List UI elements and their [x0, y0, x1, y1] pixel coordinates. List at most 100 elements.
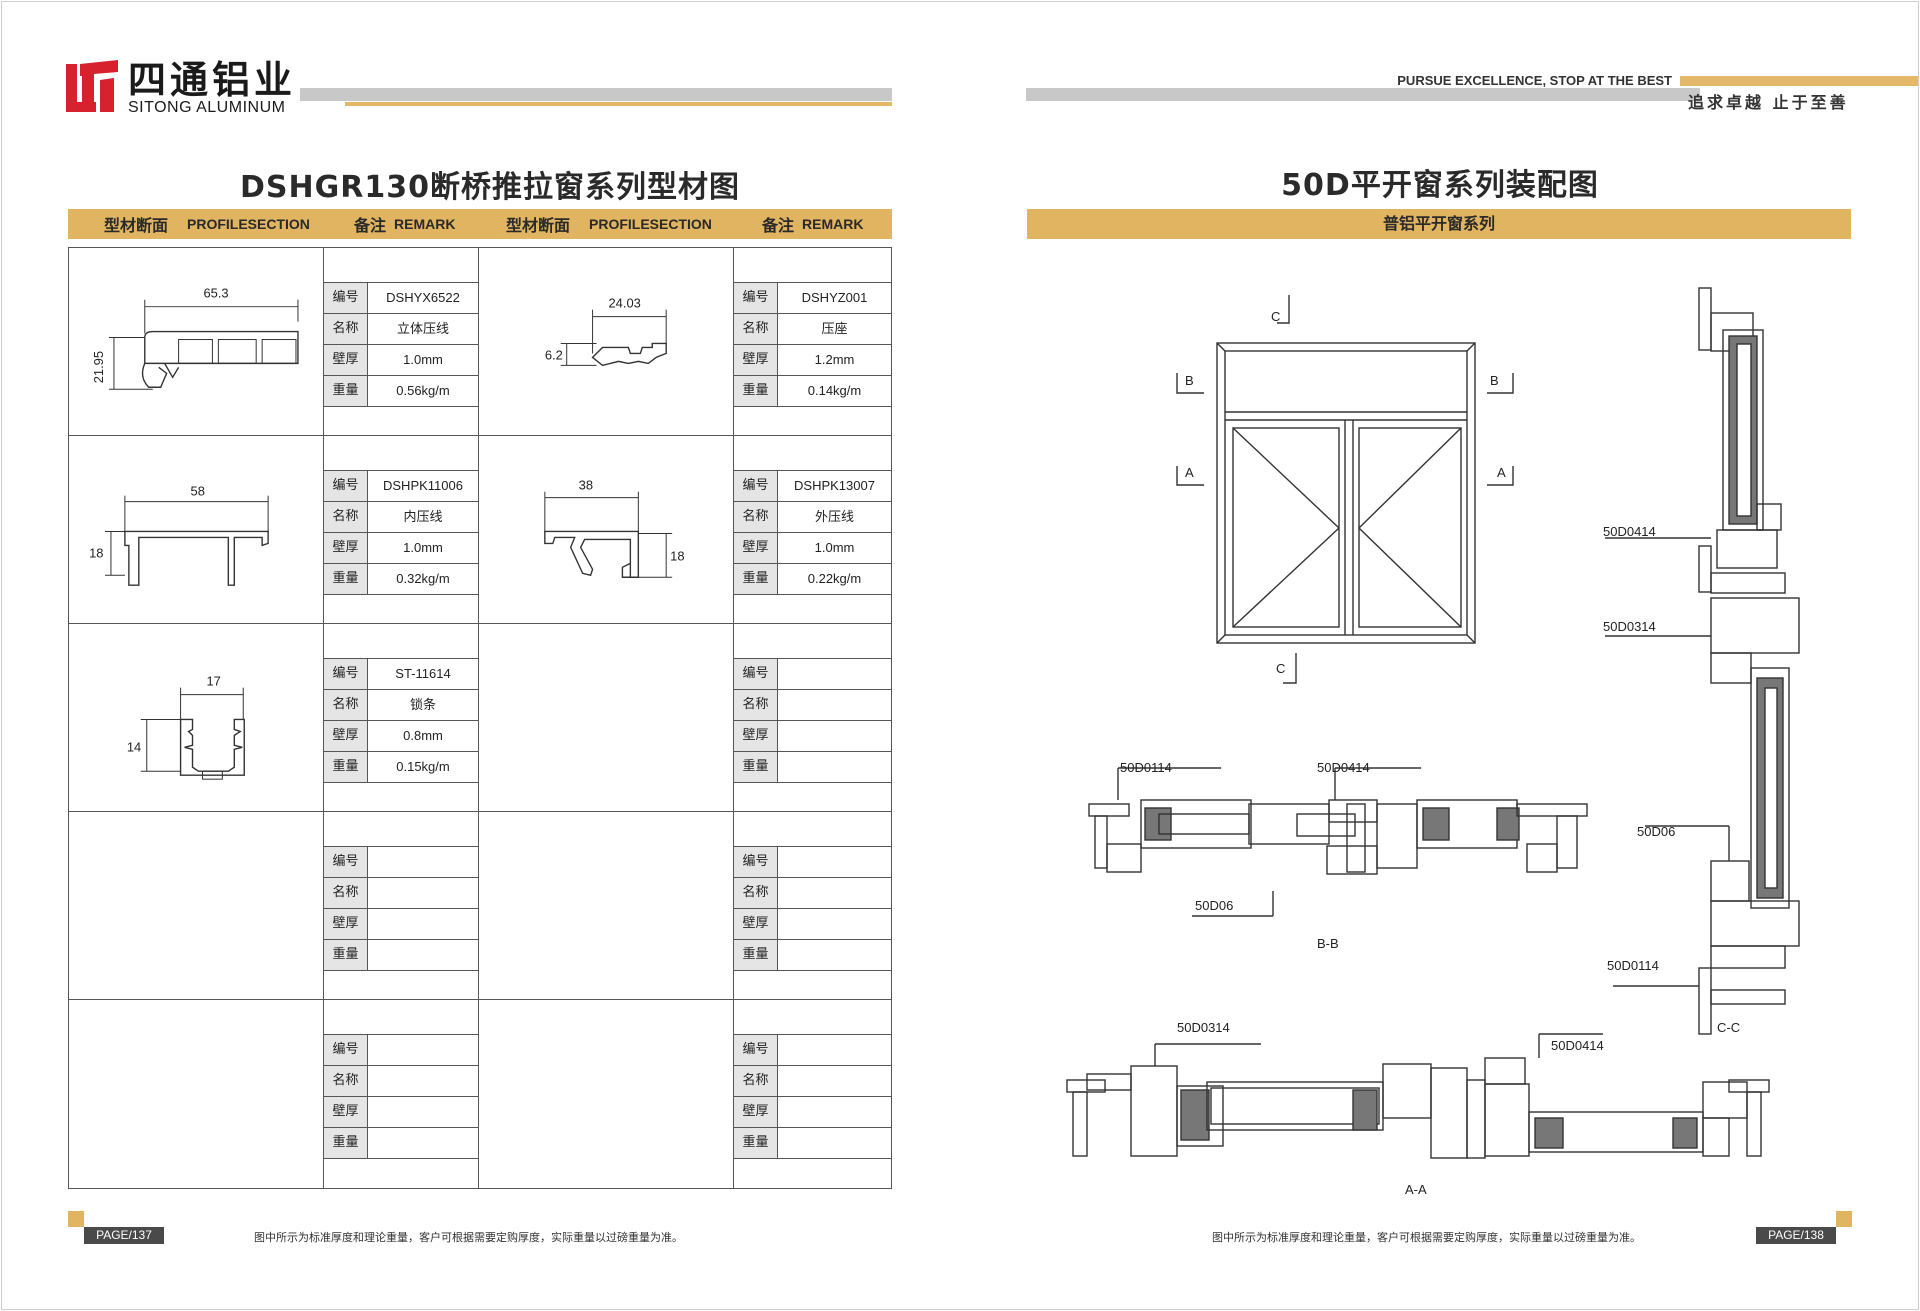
assembly-subtitle: 普铝平开窗系列 — [1027, 209, 1851, 239]
spec-key: 编号 — [324, 283, 368, 313]
caption-aa: A-A — [1405, 1182, 1427, 1197]
spec-value — [778, 878, 891, 908]
spec-key: 名称 — [324, 878, 368, 908]
page-number-right: PAGE/138 — [1756, 1227, 1836, 1244]
spec-row: 名称 — [324, 1066, 478, 1097]
dim-height: 14 — [127, 739, 141, 754]
profile-spec-cell: 编号名称壁厚重量 — [734, 1000, 891, 1188]
spec-value — [778, 1035, 891, 1065]
spec-row: 壁厚 — [734, 909, 891, 940]
spec-row: 壁厚 — [734, 721, 891, 752]
header-col1-cn: 型材断面 — [104, 216, 169, 235]
spec-value: 1.0mm — [814, 540, 855, 555]
spec-row: 编号 — [734, 847, 891, 878]
spec-row: 名称锁条 — [324, 690, 478, 721]
profile-drawing-cell — [69, 812, 324, 999]
spec-value — [368, 1128, 478, 1158]
spec-key: 名称 — [734, 878, 778, 908]
spec-value — [778, 659, 891, 689]
spec-key: 编号 — [324, 1035, 368, 1065]
brand-logo: 四通铝业 SITONG ALUMINUM — [66, 60, 296, 116]
label-bb-right: 50D0414 — [1317, 760, 1370, 775]
dim-height: 18 — [89, 545, 103, 560]
spec-key: 编号 — [324, 471, 368, 501]
profile-spec-cell: 编号名称壁厚重量 — [324, 812, 479, 999]
header-bar-gold-right — [1680, 76, 1918, 86]
header-col2-cn: 备注 — [354, 216, 387, 235]
header-col3-cn: 型材断面 — [506, 216, 571, 235]
profile-section-drawing: 17 14 — [127, 674, 245, 780]
spec-row: 名称 — [734, 1066, 891, 1097]
spec-key: 名称 — [734, 502, 778, 532]
dim-width: 24.03 — [608, 296, 640, 311]
spec-row: 重量 0.32kg/m — [324, 564, 478, 595]
spec-key: 重量 — [324, 1128, 368, 1158]
section-cc — [1605, 287, 1800, 1035]
spec-key: 编号 — [324, 847, 368, 877]
footer-square-right — [1836, 1211, 1852, 1227]
assembly-drawings: C C B B A A 50D0114 50D0414 50D06 B-B 50… — [1027, 248, 1917, 1208]
spec-key: 名称 — [324, 314, 368, 344]
spec-value — [778, 752, 891, 782]
section-mark-c-top: C — [1271, 309, 1280, 324]
profile-drawing-cell — [479, 1000, 734, 1188]
spec-key: 壁厚 — [734, 909, 778, 939]
spec-row: 名称立体压线 — [324, 314, 478, 345]
spec-key: 重量 — [734, 940, 778, 970]
spec-key: 壁厚 — [734, 721, 778, 751]
spec-row: 名称 — [324, 878, 478, 909]
profile-drawing-cell: 17 14 — [69, 624, 324, 811]
profile-spec-cell: 编号名称壁厚重量 — [324, 1000, 479, 1188]
spec-value: DSHYX6522 — [386, 290, 460, 305]
spec-key: 重量 — [734, 376, 778, 406]
dim-width: 58 — [191, 484, 205, 499]
spec-value: 0.22kg/m — [807, 571, 862, 586]
spec-value — [368, 1066, 478, 1096]
header-col4-cn: 备注 — [762, 216, 795, 235]
spec-row: 名称压座 — [734, 314, 891, 345]
spec-key: 编号 — [734, 847, 778, 877]
spec-value: 0.32kg/m — [396, 571, 450, 586]
spec-value — [778, 847, 891, 877]
spec-row: 名称 — [734, 690, 891, 721]
spec-row: 编号 — [324, 1035, 478, 1066]
spec-row: 壁厚 — [734, 1097, 891, 1128]
label-bb-mid: 50D06 — [1195, 898, 1233, 913]
spec-key: 重量 — [324, 940, 368, 970]
header-col2-en: REMARK — [394, 216, 456, 232]
spec-key: 重量 — [324, 376, 368, 406]
spec-row: 壁厚 — [324, 1097, 478, 1128]
spec-value — [368, 1035, 478, 1065]
spec-value — [368, 1097, 478, 1127]
footnote-left: 图中所示为标准厚度和理论重量，客户可根据需要定购厚度，实际重量以过磅重量为准。 — [254, 1231, 683, 1244]
slogan-cn: 追求卓越 止于至善 — [1688, 93, 1849, 112]
label-aa-left: 50D0314 — [1177, 1020, 1230, 1035]
spec-key: 壁厚 — [324, 533, 368, 563]
section-mark-b-left: B — [1185, 373, 1194, 388]
spec-key: 重量 — [324, 564, 368, 594]
spec-value: 1.0mm — [403, 540, 443, 555]
label-aa-right: 50D0414 — [1551, 1038, 1604, 1053]
section-mark-a-right: A — [1497, 465, 1506, 480]
profile-table-header: 型材断面 PROFILESECTION 备注 REMARK 型材断面 PROFI… — [68, 209, 892, 239]
spec-key: 壁厚 — [324, 1097, 368, 1127]
spec-key: 名称 — [734, 1066, 778, 1096]
spec-row: 壁厚 — [324, 909, 478, 940]
label-cc-3: 50D06 — [1637, 824, 1675, 839]
profile-drawing-cell: 65.3 21.95 — [69, 248, 324, 435]
profile-drawing-cell: 58 18 — [69, 436, 324, 623]
slogan-en: PURSUE EXCELLENCE, STOP AT THE BEST — [1397, 73, 1672, 88]
spec-key: 编号 — [734, 659, 778, 689]
